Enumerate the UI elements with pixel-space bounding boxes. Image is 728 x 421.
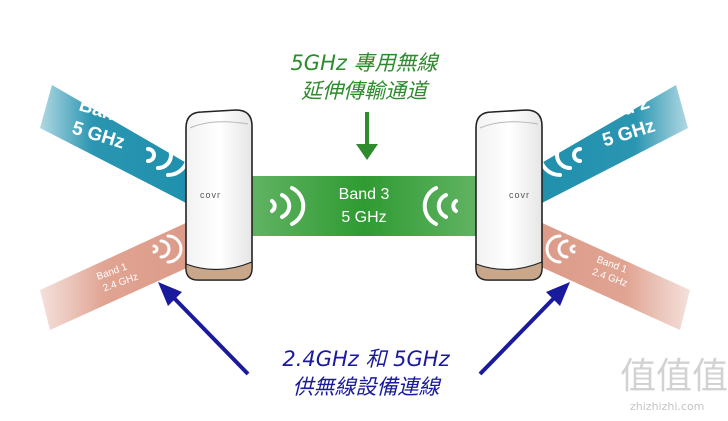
svg-text:5 GHz: 5 GHz <box>341 209 386 226</box>
center-band3-beam <box>246 176 482 236</box>
right-band2-beam <box>538 85 688 205</box>
left-band2-beam <box>40 85 190 205</box>
center-band3-label: Band 3 5 GHz <box>339 186 390 226</box>
svg-text:5GHz 專用無線: 5GHz 專用無線 <box>290 51 439 75</box>
left-band1-beam <box>40 222 200 330</box>
svg-text:延伸傳輸通道: 延伸傳輸通道 <box>301 79 430 103</box>
top-annotation: 5GHz 專用無線 延伸傳輸通道 <box>290 51 439 103</box>
covr-logo: covr <box>200 190 221 200</box>
covr-logo: covr <box>509 190 530 200</box>
svg-text:供無線設備連線: 供無線設備連線 <box>293 375 442 399</box>
wifi-wave-small-icon <box>152 234 576 264</box>
svg-text:2.4GHz 和 5GHz: 2.4GHz 和 5GHz <box>282 347 450 371</box>
blue-arrow-right-icon <box>478 282 570 376</box>
right-band2-label: Band 2 5 GHz <box>585 92 657 151</box>
svg-text:值值值: 值值值 <box>620 356 728 397</box>
bottom-annotation: 2.4GHz 和 5GHz 供無線設備連線 <box>282 347 450 399</box>
svg-text:Band 3: Band 3 <box>339 186 390 203</box>
blue-arrow-left-icon <box>158 282 250 376</box>
right-covr-device: covr <box>475 109 543 281</box>
green-down-arrow-icon <box>356 112 378 160</box>
left-covr-device: covr <box>185 109 253 281</box>
watermark: 值值值 zhizhizhi.com <box>620 356 728 413</box>
svg-text:zhizhizhi.com: zhizhizhi.com <box>630 400 704 413</box>
